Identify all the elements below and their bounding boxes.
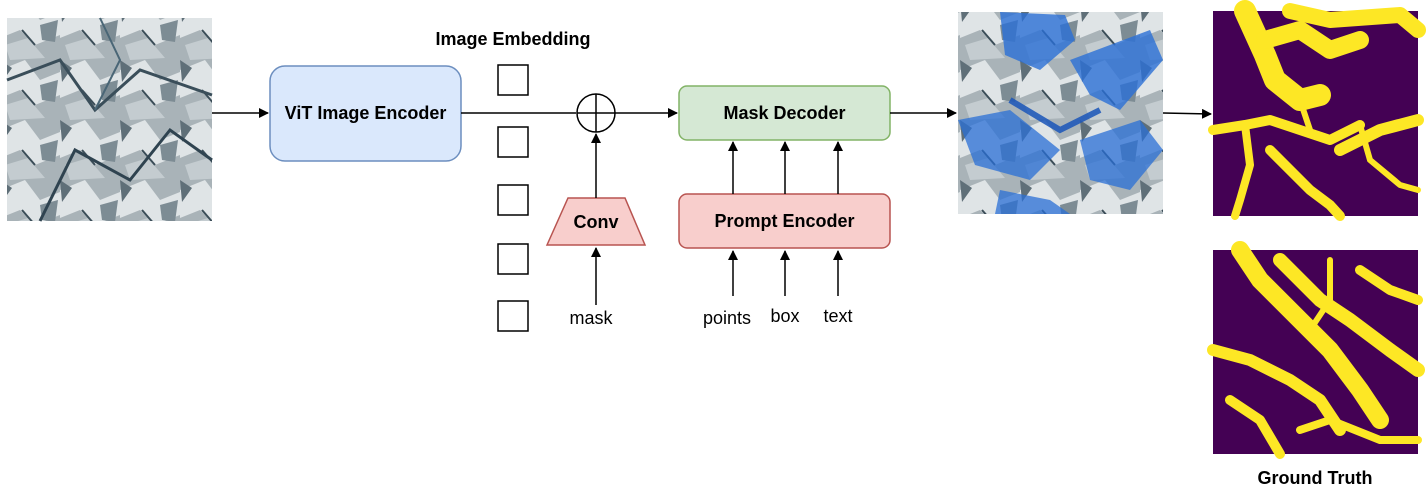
sum-node: [576, 93, 616, 133]
embedding-token: [497, 243, 529, 275]
conv-label: Conv: [574, 212, 619, 232]
ground-truth-image: [1207, 241, 1425, 459]
prompt-input-box: box: [770, 306, 799, 326]
vit-image-encoder-label: ViT Image Encoder: [285, 103, 447, 123]
prompt-encoder-block: Prompt Encoder: [678, 193, 891, 249]
conv-block: Conv: [545, 197, 647, 246]
predicted-overlay-image: [958, 12, 1163, 214]
mask-input-label: mask: [569, 308, 613, 328]
prompt-input-points: points: [703, 308, 751, 328]
embedding-token: [497, 184, 529, 216]
input-image: [6, 17, 213, 222]
predicted-mask-image: [1208, 0, 1426, 221]
embedding-token: [497, 64, 529, 96]
ground-truth-label: Ground Truth: [1258, 468, 1373, 488]
prompt-input-text: text: [823, 306, 852, 326]
embedding-tokens: [497, 64, 529, 332]
embedding-token: [497, 300, 529, 332]
mask-decoder-label: Mask Decoder: [723, 103, 845, 123]
prompt-encoder-label: Prompt Encoder: [714, 211, 854, 231]
mask-decoder-block: Mask Decoder: [678, 85, 891, 141]
embedding-token: [497, 126, 529, 158]
image-embedding-title: Image Embedding: [435, 29, 590, 49]
vit-image-encoder-block: ViT Image Encoder: [269, 65, 462, 162]
